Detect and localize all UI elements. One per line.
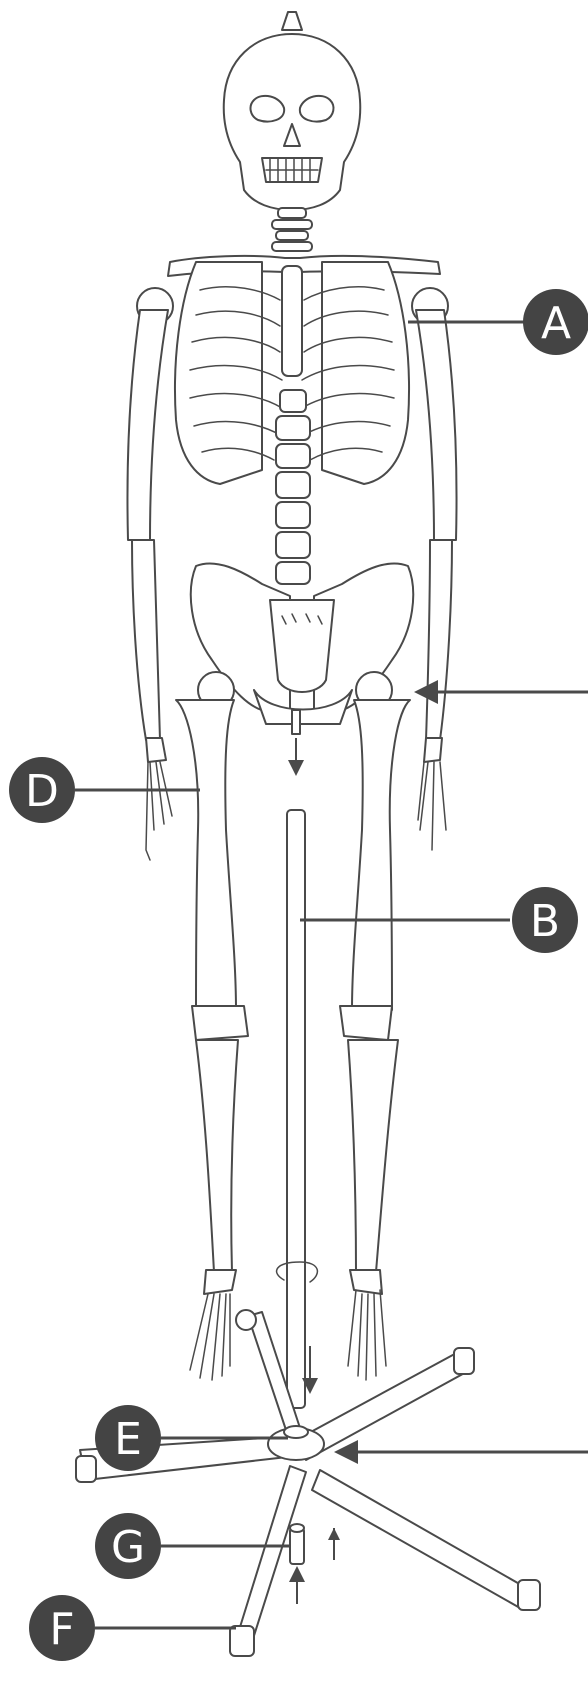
callout-label-a: A	[541, 298, 571, 349]
skull	[224, 12, 361, 210]
callout-label-g: G	[111, 1522, 145, 1573]
left-arm	[416, 310, 457, 850]
cervical-spine	[272, 208, 312, 251]
callout-label-e: E	[114, 1414, 142, 1465]
left-leg	[340, 672, 410, 1380]
callout-B: B	[300, 887, 578, 953]
support-pole	[277, 810, 318, 1408]
callout-label-f: F	[49, 1604, 74, 1655]
callout-label-d: D	[25, 766, 59, 817]
right-arm	[128, 310, 173, 860]
callout-F: F	[29, 1595, 236, 1661]
mount-pin	[290, 1524, 304, 1604]
five-leg-base	[76, 1310, 540, 1656]
lumbar-spine	[276, 390, 310, 584]
callout-label-b: B	[530, 896, 560, 947]
right-leg	[176, 672, 248, 1380]
